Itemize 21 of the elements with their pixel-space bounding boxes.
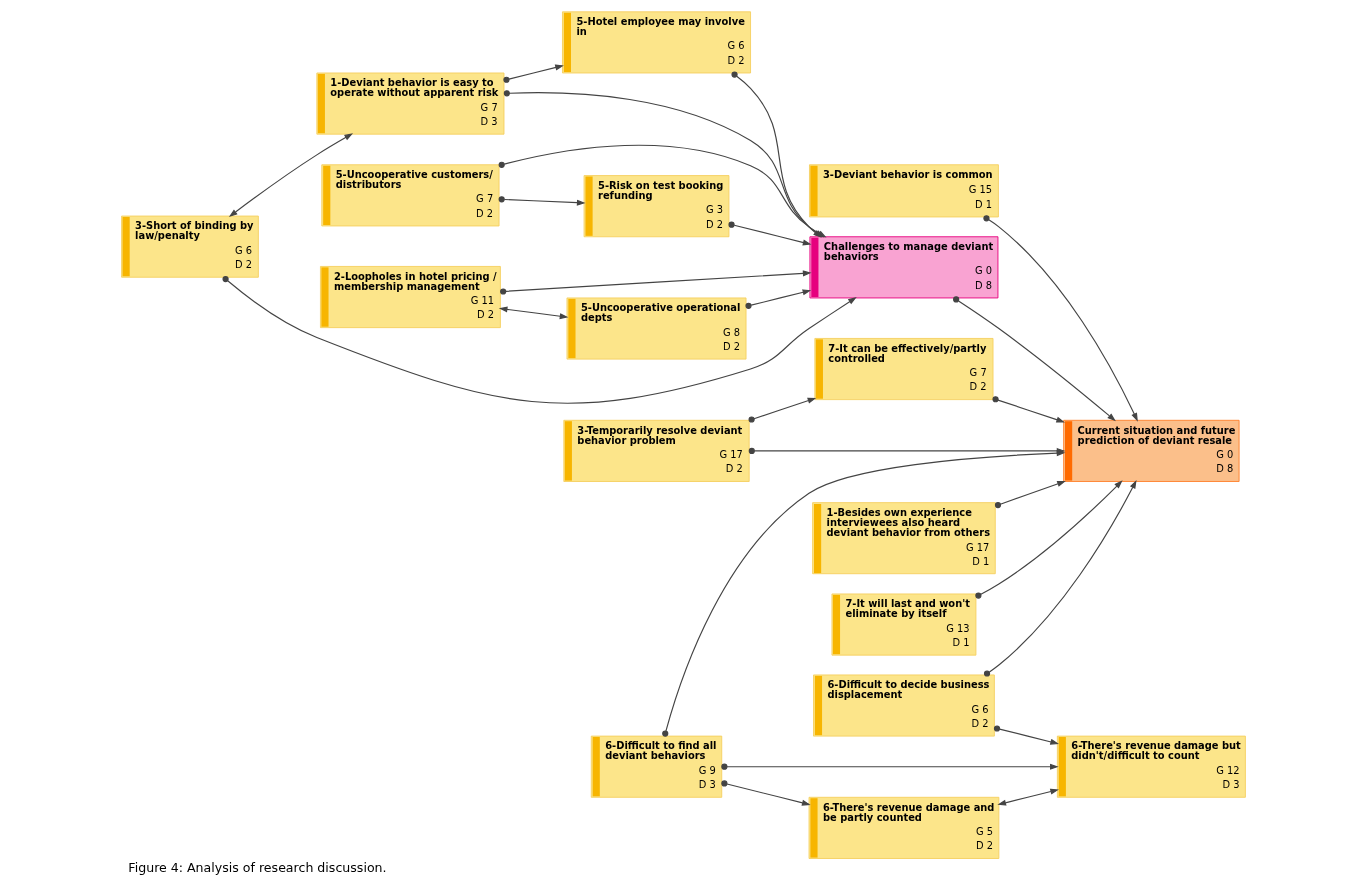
arrow	[498, 306, 568, 320]
arrow	[222, 275, 857, 404]
arrow	[661, 450, 1065, 737]
caption: Figure 4: Analysis of research discussion.	[127, 860, 387, 876]
arrow	[499, 270, 811, 295]
arrow	[991, 396, 1065, 423]
arrow	[996, 788, 1059, 806]
arrow	[498, 196, 586, 206]
arrow	[502, 64, 564, 83]
arrow	[720, 780, 811, 806]
arrow	[974, 480, 1123, 599]
arrow	[994, 480, 1066, 509]
arrow	[952, 296, 1116, 422]
arrow	[982, 215, 1138, 422]
arrow	[727, 221, 811, 246]
arrow	[748, 397, 816, 423]
arrow	[983, 479, 1137, 677]
arrow	[720, 763, 1059, 770]
arrow	[993, 725, 1059, 745]
arrow	[744, 289, 811, 309]
arrow	[228, 133, 353, 218]
